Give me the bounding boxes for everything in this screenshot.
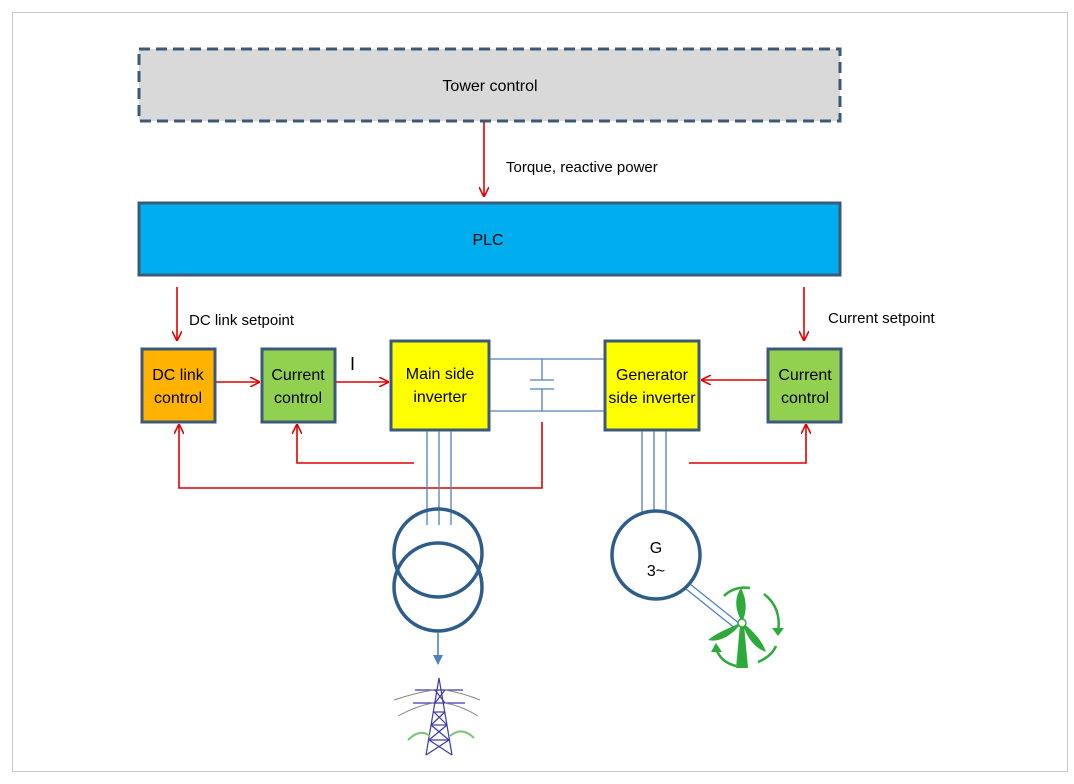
dc-link-setpoint-label: DC link setpoint [189, 312, 295, 329]
current-control-left-line2: control [274, 390, 322, 407]
generator-icon: G 3~ [610, 509, 702, 601]
generator-side-inverter-line2: side inverter [608, 390, 696, 407]
grass-icon [407, 730, 475, 741]
plc-label: PLC [472, 232, 503, 249]
main-side-inverter-block: Main side inverter [389, 339, 491, 432]
plc-block: PLC [137, 201, 842, 277]
tower-control-label: Tower control [442, 78, 537, 95]
main-side-inverter-line1: Main side [406, 366, 475, 383]
main-current-feedback-arrow [297, 425, 414, 464]
wind-turbine-icon [708, 586, 784, 668]
generator-side-inverter-block: Generator side inverter [603, 339, 701, 432]
tower-control-block: Tower control [137, 47, 842, 123]
current-setpoint-label: Current setpoint [828, 310, 936, 327]
generator-three-phase-lines [641, 431, 667, 512]
dc-link-control-block: DC link control [140, 347, 217, 424]
dc-link-control-line1: DC link [152, 367, 205, 384]
dc-voltage-feedback-arrow [179, 422, 543, 489]
current-control-right-block: Current control [766, 347, 843, 424]
generator-label-line2: 3~ [647, 563, 665, 580]
current-control-left-line1: Current [271, 367, 325, 384]
current-control-right-line1: Current [778, 367, 832, 384]
current-control-right-line2: control [781, 390, 829, 407]
current-marker-label: I [350, 354, 355, 374]
transformer-icon [392, 507, 484, 633]
dc-link-control-line2: control [154, 390, 202, 407]
generator-current-feedback-arrow [689, 425, 806, 464]
torque-reactive-power-label: Torque, reactive power [506, 159, 658, 176]
transmission-tower-icon [393, 677, 481, 756]
dc-link-capacitor [490, 358, 604, 412]
generator-shaft [685, 583, 741, 630]
current-control-left-block: Current control [260, 347, 337, 424]
generator-side-inverter-line1: Generator [616, 367, 689, 384]
main-side-inverter-line2: inverter [413, 389, 467, 406]
generator-label-line1: G [650, 540, 662, 557]
